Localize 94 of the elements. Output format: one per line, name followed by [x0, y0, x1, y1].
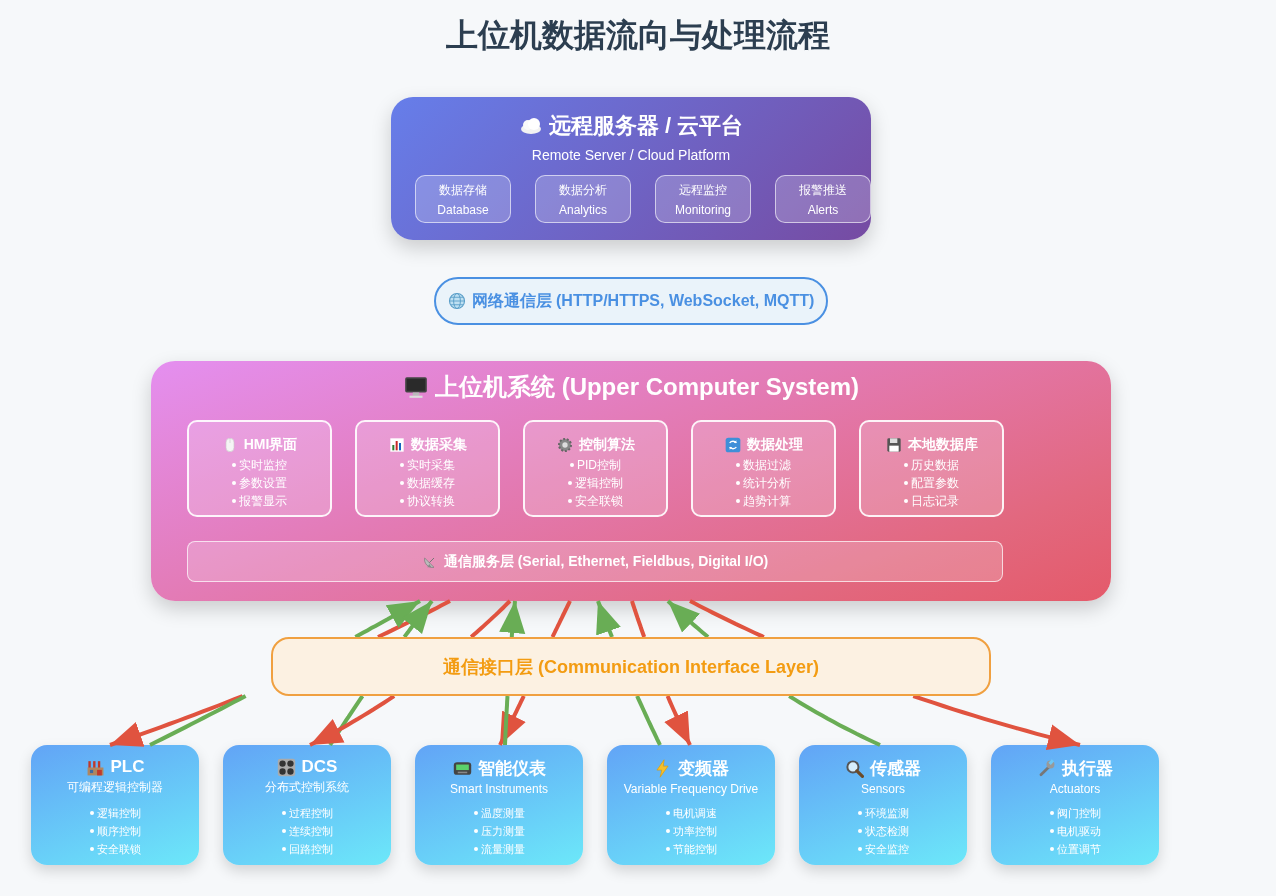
module-item: 统计分析 [743, 475, 791, 492]
device-card [991, 745, 1159, 865]
interface-layer-bar [271, 637, 991, 696]
module-title: 数据处理 [746, 436, 803, 454]
panel-title: 上位机系统 (Upper Computer System) [434, 372, 859, 402]
device-card [415, 745, 583, 865]
module-title: HMI界面 [243, 436, 298, 454]
network-layer-pill [434, 277, 828, 325]
arrow [354, 599, 421, 639]
device-item: 状态检测 [864, 824, 909, 839]
module-item: 安全联锁 [575, 493, 623, 510]
service-label: Analytics [558, 202, 608, 217]
device-item: 回路控制 [288, 842, 333, 857]
device-item: 位置调节 [1056, 842, 1101, 857]
device-subtitle: Variable Frequency Drive [622, 782, 760, 796]
device-subtitle: Actuators [1048, 782, 1102, 796]
device-card [607, 745, 775, 865]
arrow [596, 600, 621, 638]
service-card [535, 175, 631, 223]
device-subtitle: 可编程逻辑控制器 [66, 779, 164, 796]
arrow [499, 600, 526, 638]
panel-subtitle: Remote Server / Cloud Platform [530, 147, 732, 163]
service-label: 报警推送 [798, 181, 848, 199]
arrow [498, 695, 526, 746]
device-item: 过程控制 [288, 806, 333, 821]
device-item: 节能控制 [672, 842, 717, 857]
device-item: 阀门控制 [1056, 806, 1101, 821]
service-card [775, 175, 871, 223]
module-card [859, 420, 1004, 517]
device-subtitle: Sensors [860, 782, 906, 796]
module-title: 本地数据库 [907, 436, 978, 454]
service-label: 数据存储 [438, 181, 488, 199]
layer-label: 网络通信层 (HTTP/HTTPS, WebSocket, MQTT) [471, 290, 815, 311]
device-item: 连续控制 [288, 824, 333, 839]
device-item: 温度测量 [480, 806, 525, 821]
module-item: 实时采集 [407, 457, 455, 474]
service-label: 远程监控 [678, 181, 728, 199]
module-item: 趋势计算 [743, 493, 791, 510]
device-item: 流量测量 [480, 842, 525, 857]
module-title: 数据采集 [410, 436, 467, 454]
arrow [666, 599, 710, 639]
device-item: 电机调速 [672, 806, 717, 821]
device-item: 逻辑控制 [96, 806, 141, 821]
module-card [691, 420, 836, 517]
module-item: 配置参数 [911, 475, 959, 492]
service-card [655, 175, 751, 223]
arrow [401, 599, 434, 639]
device-item: 功率控制 [672, 824, 717, 839]
device-item: 环境监测 [864, 806, 909, 821]
service-label: 数据分析 [558, 181, 608, 199]
device-title: DCS [301, 757, 338, 777]
device-title: PLC [110, 757, 145, 777]
module-card [523, 420, 668, 517]
module-item: 日志记录 [911, 493, 959, 510]
device-item: 安全监控 [864, 842, 909, 857]
module-item: 实时监控 [239, 457, 287, 474]
service-label: Database [436, 202, 490, 217]
module-card [355, 420, 500, 517]
device-item: 压力测量 [480, 824, 525, 839]
module-item: 参数设置 [239, 475, 287, 492]
module-item: 数据缓存 [407, 475, 455, 492]
module-card [187, 420, 332, 517]
device-card [223, 745, 391, 865]
device-subtitle: 分布式控制系统 [264, 779, 350, 796]
device-card [799, 745, 967, 865]
service-label: Monitoring [674, 202, 732, 217]
layer-label: 通信服务层 (Serial, Ethernet, Fieldbus, Digital I/O) [443, 552, 769, 571]
arrow [664, 695, 692, 746]
diagram-title: 上位机数据流向与处理流程 [445, 16, 831, 55]
device-title: 智能仪表 [477, 758, 546, 780]
device-item: 安全联锁 [96, 842, 141, 857]
system-panel [151, 361, 1111, 601]
arrow [309, 694, 396, 747]
device-title: 变频器 [678, 758, 729, 780]
arrow [912, 694, 1081, 750]
panel-title: 远程服务器 / 云平台 [548, 112, 744, 140]
service-card [415, 175, 511, 223]
server-panel [391, 97, 871, 240]
device-subtitle: Smart Instruments [449, 782, 549, 796]
module-item: 协议转换 [407, 493, 455, 510]
device-item: 电机驱动 [1056, 824, 1101, 839]
service-layer-bar [187, 541, 1003, 582]
device-title: 执行器 [1062, 758, 1113, 780]
module-item: PID控制 [577, 457, 621, 474]
module-item: 数据过滤 [743, 457, 791, 474]
device-card [31, 745, 199, 865]
arrow [109, 694, 244, 747]
service-label: Alerts [806, 202, 840, 217]
device-title: 传感器 [870, 758, 921, 780]
module-title: 控制算法 [578, 436, 635, 454]
module-item: 逻辑控制 [575, 475, 623, 492]
device-item: 顺序控制 [96, 824, 141, 839]
module-item: 报警显示 [239, 493, 287, 510]
module-item: 历史数据 [911, 457, 959, 474]
